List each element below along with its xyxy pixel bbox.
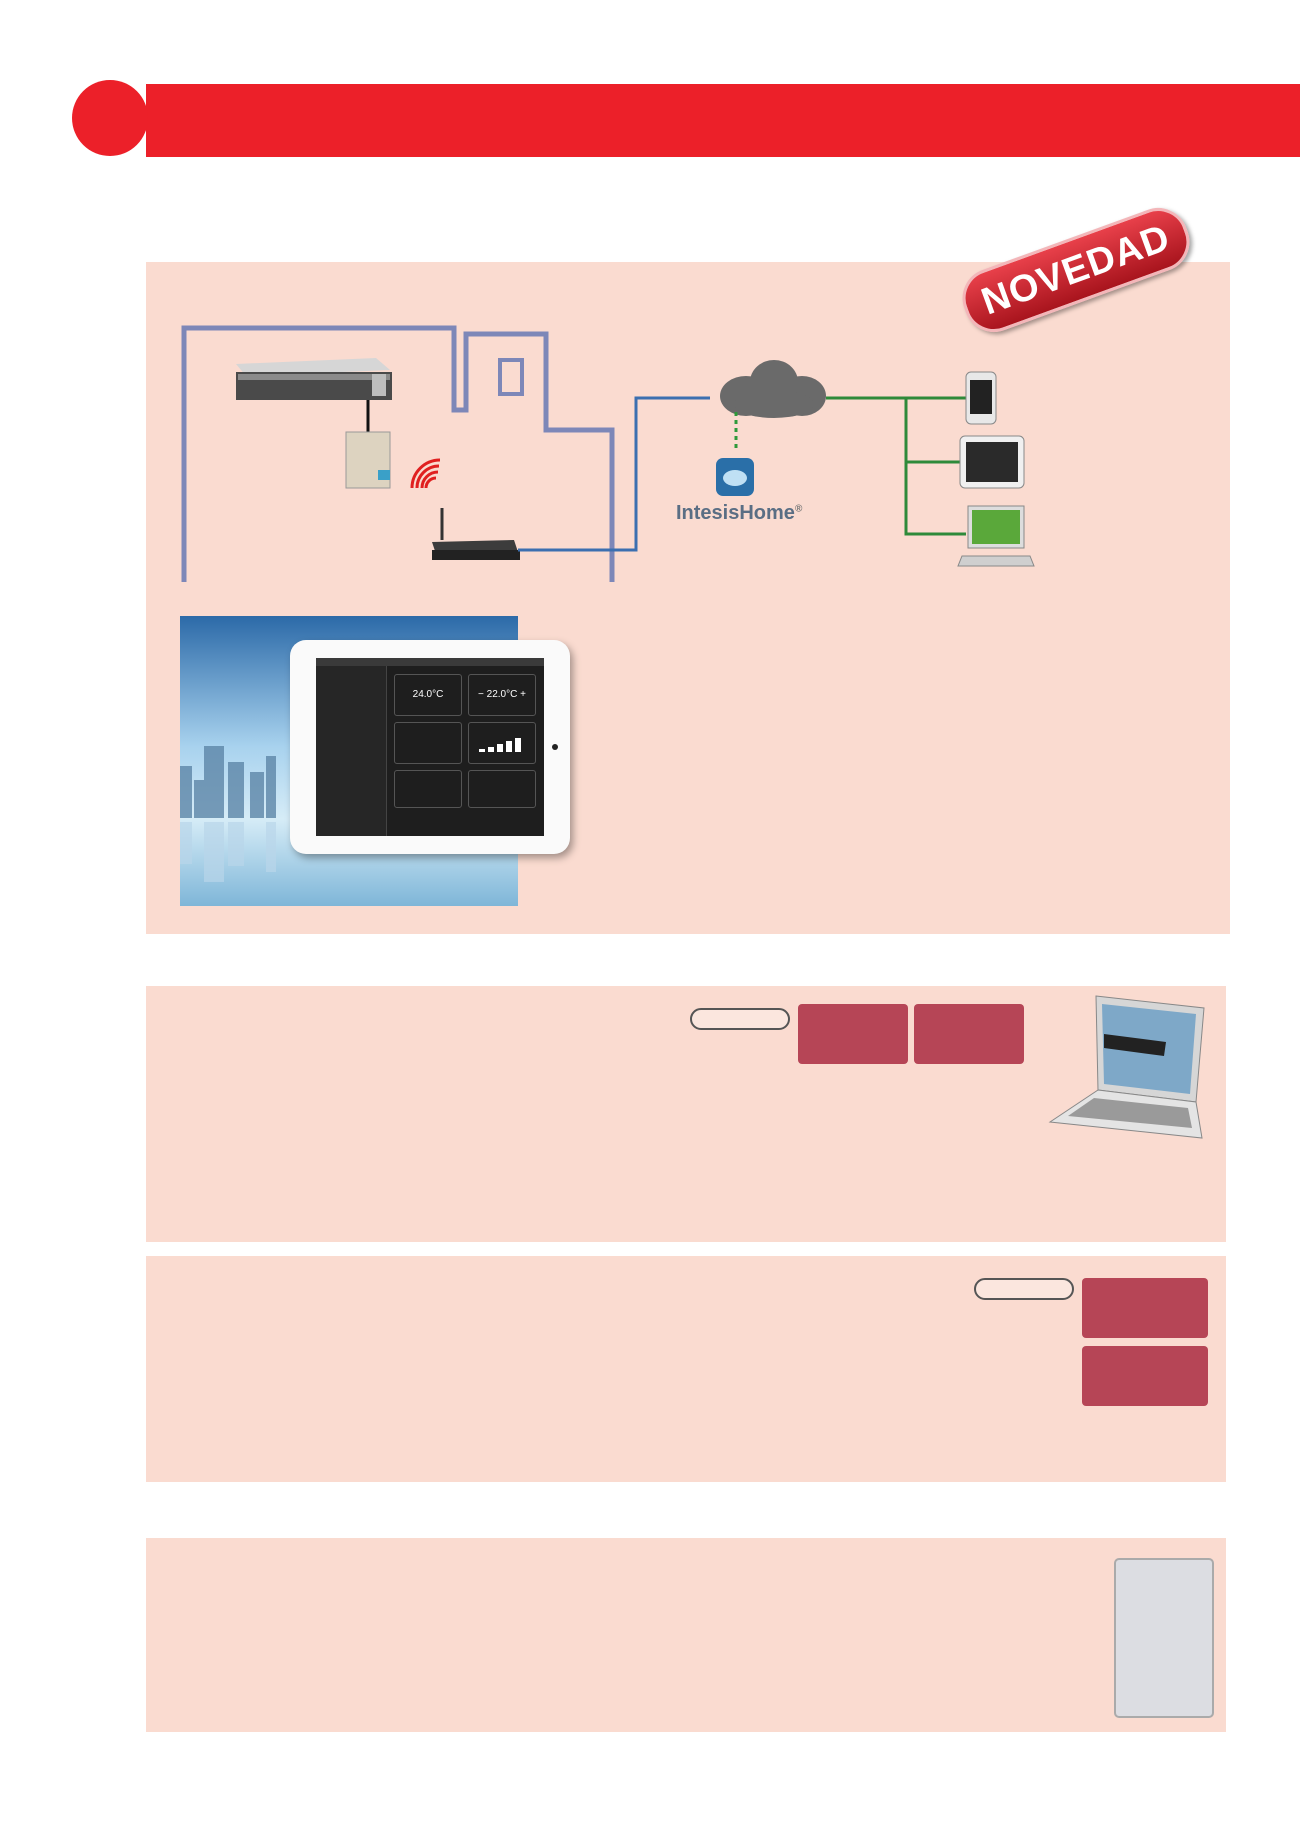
louver-card[interactable] — [468, 770, 536, 808]
house-frame — [181, 325, 615, 582]
intesishome-text: IntesisHome — [676, 502, 795, 524]
tablet-icon — [959, 435, 1025, 489]
feature-block-1 — [798, 1004, 908, 1064]
laptop-icon — [1048, 995, 1205, 1139]
setpoint-minus[interactable]: − — [478, 689, 484, 700]
tablet-home-button — [552, 744, 558, 750]
setpoint-plus[interactable]: + — [520, 689, 526, 700]
cloud-icon — [720, 360, 826, 418]
trademark: ® — [794, 503, 803, 515]
desktop-computer-icon — [957, 505, 1035, 567]
ambient-temp: 24.0°C — [412, 689, 444, 700]
intesishome-app-icon — [716, 458, 754, 496]
feature-block-2 — [914, 1004, 1024, 1064]
setpoint-temp: 22.0°C — [486, 689, 518, 700]
fan-speed-bars-icon — [479, 738, 521, 752]
network-diagram — [181, 325, 1035, 582]
intesishome-logo: IntesisHome® — [676, 502, 802, 525]
tablet-screen: 24.0°C − 22.0°C + — [316, 658, 544, 836]
app-sidebar — [316, 666, 387, 836]
tablet-device: 24.0°C − 22.0°C + — [290, 640, 570, 854]
label-pill-1 — [690, 1008, 790, 1030]
label-pill-2 — [974, 1278, 1074, 1300]
fan-speed-card[interactable] — [468, 722, 536, 764]
app-header — [316, 658, 544, 666]
mode-card[interactable] — [394, 722, 462, 764]
setpoint-card: − 22.0°C + — [468, 674, 536, 716]
router-icon — [432, 508, 520, 560]
product-panel-3 — [146, 1538, 1226, 1732]
product-panel-1 — [146, 986, 1226, 1242]
feature-block-3 — [1082, 1278, 1208, 1338]
header-bar — [146, 84, 1300, 157]
smartphone-icon — [965, 371, 997, 425]
ambient-temp-card: 24.0°C — [394, 674, 462, 716]
header-circle — [72, 80, 148, 156]
interface-box-icon — [345, 431, 391, 489]
wifi-signal-icon — [410, 458, 441, 489]
city-skyline — [180, 746, 276, 882]
product-image-placeholder — [1114, 1558, 1214, 1718]
indoor-unit-icon — [236, 358, 392, 400]
device-connections — [826, 396, 966, 536]
feature-block-4 — [1082, 1346, 1208, 1406]
vane-card[interactable] — [394, 770, 462, 808]
connection-line — [518, 396, 710, 552]
